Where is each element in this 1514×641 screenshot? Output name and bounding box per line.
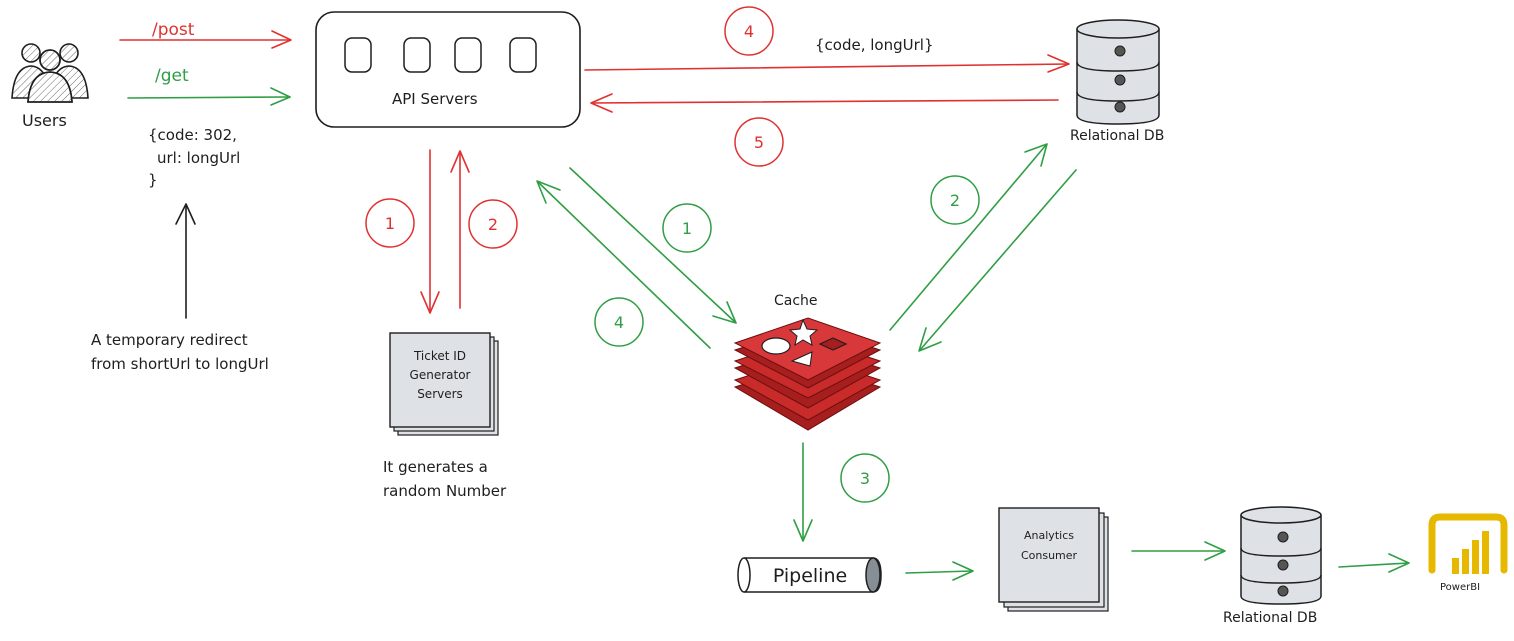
analytics-consumer-line2: Consumer [1021,549,1078,562]
users-icon [11,43,89,103]
pipeline-to-consumer-arrow [905,561,974,581]
redirect-note-line1: A temporary redirect [91,331,248,349]
ticket-generator-line3: Servers [417,387,463,401]
consumer-to-db-arrow [1131,541,1226,561]
ticket-generator-line2: Generator [410,368,471,382]
powerbi-icon [1428,513,1508,574]
svg-text:3: 3 [860,469,870,488]
db-read-arrow [590,93,1059,113]
step-red-5: 5 [734,117,784,167]
db-payload-label: {code, longUrl} [815,36,933,54]
redirect-note-arrow [175,203,196,319]
ticket-generator-stack [389,332,499,436]
ticket-request-arrow [420,149,440,314]
relational-db-top-label: Relational DB [1070,128,1164,144]
cache-lookup-arrow [569,167,737,324]
redirect-note-line2: from shortUrl to longUrl [91,355,269,373]
svg-text:2: 2 [950,191,960,210]
step-red-1: 1 [365,198,415,248]
svg-text:2: 2 [488,215,498,234]
step-red-2: 2 [468,199,518,249]
post-route-label: /post [152,20,195,40]
pipeline-icon [737,557,882,593]
db-write-arrow [584,54,1070,73]
svg-text:4: 4 [744,22,754,41]
analytics-consumer-line1: Analytics [1024,529,1074,542]
api-servers-label: API Servers [392,90,478,108]
cache-label: Cache [774,293,818,309]
relational-db-top-icon [1076,19,1160,125]
relational-db-bottom-icon [1240,506,1322,605]
step-green-1: 1 [662,203,712,253]
powerbi-label: PowerBI [1440,582,1480,593]
step-green-3: 3 [840,453,890,503]
cache-redis-icon [733,317,882,431]
ticket-generator-line1: Ticket ID [413,349,466,363]
users-label: Users [22,111,67,130]
cache-response-arrow [536,180,711,349]
analytics-consumer-stack [998,507,1109,612]
api-servers-box [315,11,581,128]
redirect-response-line1: {code: 302, [148,126,237,144]
db-to-cache-arrow [918,169,1077,352]
get-route-label: /get [155,66,189,86]
pipeline-label: Pipeline [773,565,847,587]
svg-text:4: 4 [614,313,624,332]
post-request-arrow [119,30,292,49]
svg-text:1: 1 [385,214,395,233]
svg-text:1: 1 [682,219,692,238]
redirect-response-line2: url: longUrl [157,149,240,167]
cache-to-pipeline-arrow [793,442,813,542]
svg-text:5: 5 [754,133,764,152]
ticket-response-arrow [450,150,470,309]
redirect-response-line3: } [148,171,158,189]
step-green-4: 4 [594,297,644,347]
ticket-note-line1: It generates a [383,458,488,476]
get-request-arrow [127,87,291,106]
cache-to-db-arrow [889,143,1048,331]
step-red-4: 4 [724,6,774,56]
step-green-2: 2 [930,175,980,225]
relational-db-bottom-label: Relational DB [1223,610,1317,626]
ticket-note-line2: random Number [383,482,507,500]
db-to-powerbi-arrow [1338,553,1410,573]
